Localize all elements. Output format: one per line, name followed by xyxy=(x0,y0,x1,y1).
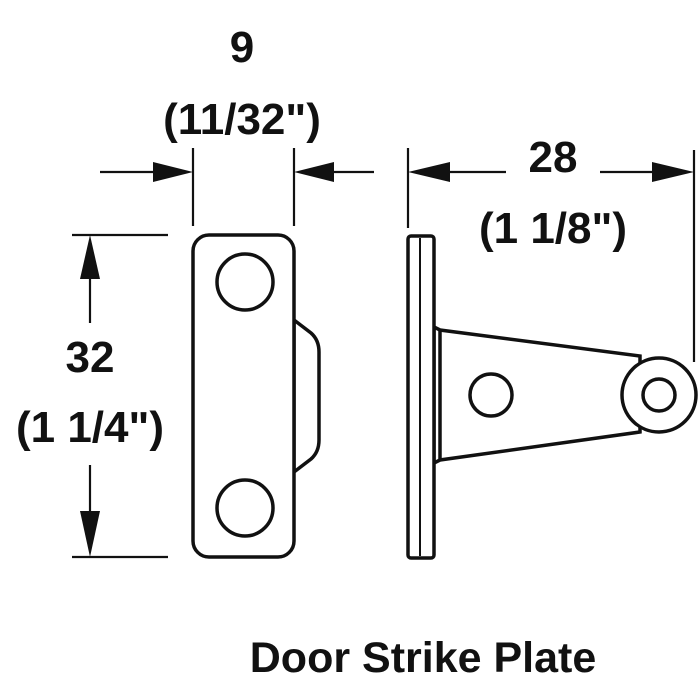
depth-arrow-left xyxy=(408,162,450,182)
diagram-caption: Door Strike Plate xyxy=(250,634,597,682)
side-roller-hole xyxy=(641,377,677,413)
width-arrow-right xyxy=(294,162,334,182)
width-arrow-left xyxy=(153,162,193,182)
front-screw-hole-top xyxy=(215,252,275,312)
dimension-lines xyxy=(72,148,696,559)
side-arm-hole xyxy=(468,372,514,418)
height-arrow-top xyxy=(80,235,100,279)
side-arm xyxy=(432,324,642,466)
depth-mm-label: 28 xyxy=(529,133,578,182)
depth-arrow-right xyxy=(652,162,694,182)
dimension-arrows xyxy=(80,162,694,557)
width-mm-label: 9 xyxy=(230,23,254,72)
front-tab-bump xyxy=(292,316,321,476)
side-view xyxy=(406,234,698,560)
front-plate xyxy=(191,233,296,559)
front-screw-hole-bottom xyxy=(215,478,275,538)
depth-inch-label: (1 1/8") xyxy=(479,204,627,253)
width-inch-label: (11/32") xyxy=(163,95,321,144)
height-inch-label: (1 1/4") xyxy=(16,403,164,452)
height-mm-label: 32 xyxy=(66,333,115,382)
height-arrow-bottom xyxy=(80,511,100,557)
front-view xyxy=(191,233,321,559)
